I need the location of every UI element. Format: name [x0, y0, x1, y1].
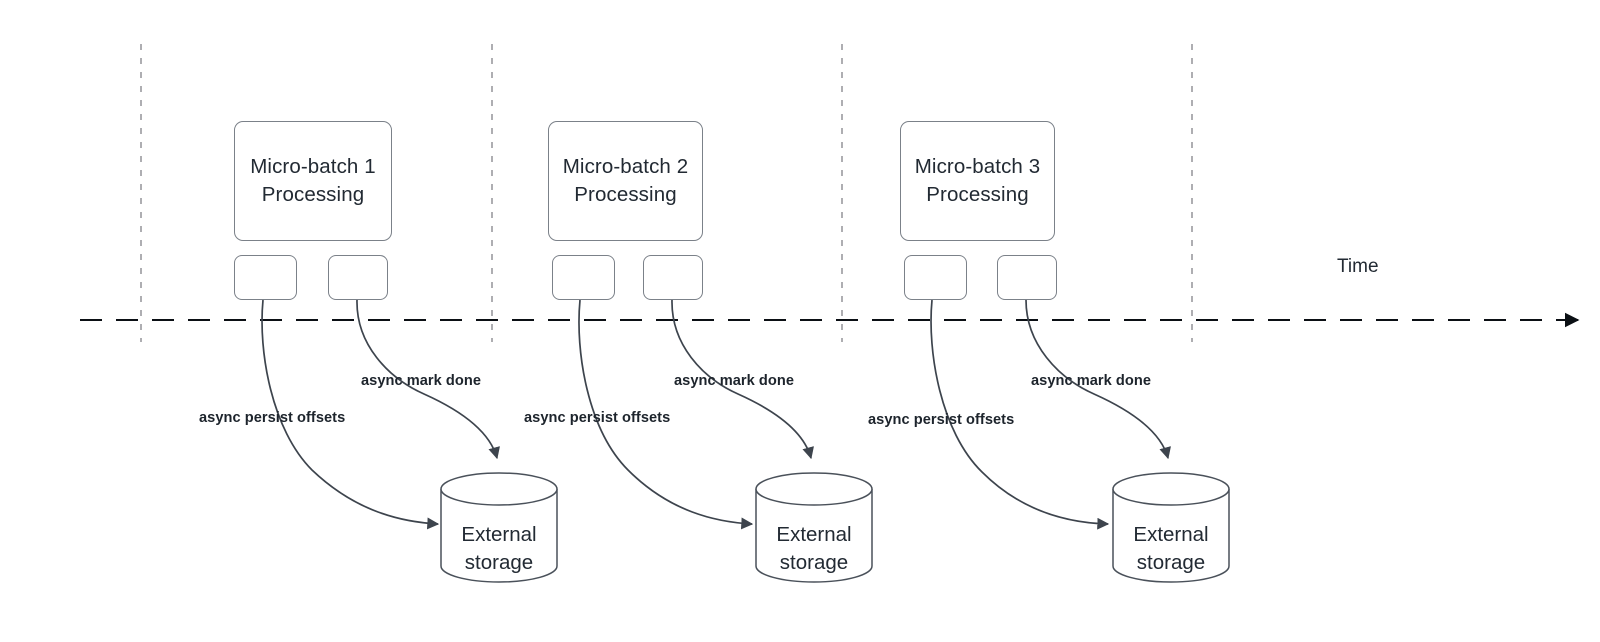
time-axis-label: Time — [1337, 256, 1379, 277]
storage-cylinder-top-2 — [755, 472, 873, 506]
micro-batch-subtitle-3: Processing — [926, 183, 1029, 206]
storage-cylinder-body-1 — [440, 489, 558, 583]
edge-label-markdone-3: async mark done — [1031, 373, 1151, 389]
storage-cylinder-body-2 — [755, 489, 873, 583]
micro-batch-processing-box-2[interactable]: Micro-batch 2 Processing — [548, 121, 703, 241]
edge-label-markdone-2: async mark done — [674, 373, 794, 389]
storage-cylinder-2 — [755, 472, 873, 583]
edge-label-persist-1: async persist offsets — [199, 410, 346, 426]
task-box-2-1[interactable] — [552, 255, 615, 300]
edge-markdone-2 — [671, 299, 814, 460]
edge-persist-2 — [578, 299, 754, 530]
storage-cylinder-group — [440, 472, 1230, 583]
storage-cylinder-top-1 — [440, 472, 558, 506]
edge-group — [261, 299, 1171, 530]
storage-cylinder-top-3 — [1112, 472, 1230, 506]
micro-batch-title-2: Micro-batch 2 — [562, 155, 689, 178]
edge-label-markdone-1: async mark done — [361, 373, 481, 389]
micro-batch-title-3: Micro-batch 3 — [914, 155, 1041, 178]
micro-batch-processing-label-2: Micro-batch 2 Processing — [563, 153, 688, 209]
storage-cylinder-1 — [440, 472, 558, 583]
micro-batch-title-1: Micro-batch 1 — [250, 155, 376, 178]
task-box-1-1[interactable] — [234, 255, 297, 300]
edge-markdone-1 — [356, 299, 500, 460]
micro-batch-subtitle-2: Processing — [574, 183, 677, 206]
micro-batch-processing-box-1[interactable]: Micro-batch 1 Processing — [234, 121, 392, 241]
task-box-3-2[interactable] — [997, 255, 1057, 300]
micro-batch-processing-box-3[interactable]: Micro-batch 3 Processing — [900, 121, 1055, 241]
edge-persist-3 — [930, 299, 1110, 530]
edge-label-persist-2: async persist offsets — [524, 410, 671, 426]
micro-batch-processing-label-1: Micro-batch 1 Processing — [250, 153, 375, 209]
task-box-1-2[interactable] — [328, 255, 388, 300]
storage-cylinder-3 — [1112, 472, 1230, 583]
storage-cylinder-body-3 — [1112, 489, 1230, 583]
edge-label-persist-3: async persist offsets — [868, 412, 1015, 428]
task-box-2-2[interactable] — [643, 255, 703, 300]
edge-markdone-3 — [1025, 299, 1171, 460]
micro-batch-processing-label-3: Micro-batch 3 Processing — [915, 153, 1040, 209]
edge-persist-1 — [261, 299, 440, 530]
task-box-3-1[interactable] — [904, 255, 967, 300]
micro-batch-subtitle-1: Processing — [261, 183, 365, 206]
